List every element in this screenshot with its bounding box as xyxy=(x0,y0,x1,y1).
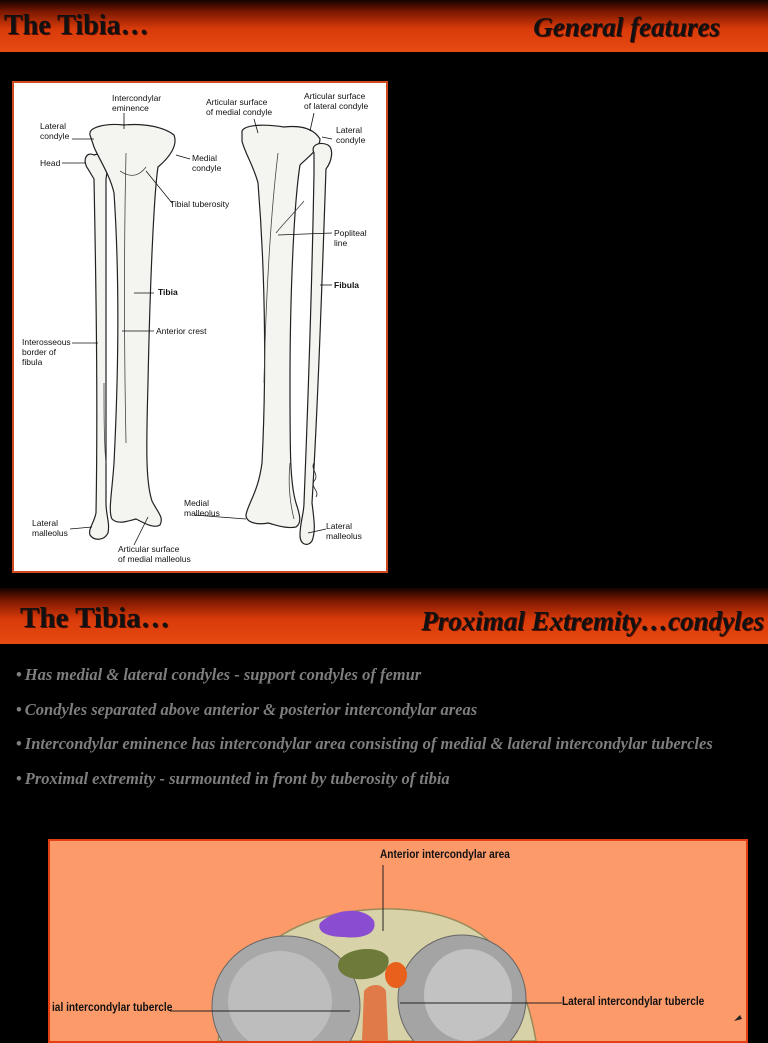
title-bar: The Tibia… General features xyxy=(0,0,768,52)
bullet-marker: • xyxy=(16,699,22,719)
label-lateral-malleolus-anterior: Lateral malleolus xyxy=(32,518,68,538)
tibia-fibula-drawing xyxy=(62,112,333,546)
label-head: Head xyxy=(40,158,61,168)
label-tibia: Tibia xyxy=(158,287,178,297)
bullet-marker: • xyxy=(16,768,22,788)
slide-title: The Tibia… xyxy=(20,602,170,634)
label-anterior-intercondylar-area: Anterior intercondylar area xyxy=(380,849,510,861)
label-tibial-tuberosity: Tibial tuberosity xyxy=(170,199,230,209)
slide-title: The Tibia… xyxy=(4,10,149,41)
bullet-marker: • xyxy=(16,665,22,684)
label-interosseous-border: Interosseous border of fibula xyxy=(22,337,71,367)
tibial-plateau-illustration: Anterior intercondylar area ial intercon… xyxy=(48,839,748,1043)
slide-subtitle: General features xyxy=(533,12,720,42)
bullet-item: •Has medial & lateral condyles - support… xyxy=(16,665,422,684)
label-lateral-intercondylar-tubercle: Lateral intercondylar tubercle xyxy=(562,996,705,1008)
bullet-item: •Condyles separated above anterior & pos… xyxy=(16,699,478,719)
signature-mark xyxy=(312,462,318,498)
label-articular-surface-medial-malleolus: Articular surface of medial malleolus xyxy=(118,544,191,564)
label-popliteal-line: Popliteal line xyxy=(334,228,367,248)
bullet-item: •Proximal extremity - surmounted in fron… xyxy=(16,768,450,788)
tibia-fibula-illustration: Intercondylar eminence Lateral condyle H… xyxy=(12,81,388,573)
label-lateral-condyle-anterior: Lateral condyle xyxy=(40,121,70,141)
bullet-item: •Intercondylar eminence has intercondyla… xyxy=(16,734,713,753)
slide-general-features: The Tibia… General features xyxy=(0,0,768,573)
bullet-list: •Has medial & lateral condyles - support… xyxy=(16,658,761,796)
label-articular-surface-medial-condyle: Articular surface of medial condyle xyxy=(206,97,273,117)
tibial-plateau-drawing xyxy=(170,865,742,1041)
label-fibula: Fibula xyxy=(334,280,360,290)
slide-proximal-extremity: The Tibia… Proximal Extremity…condyles •… xyxy=(0,578,768,1043)
label-articular-surface-lateral-condyle: Articular surface of lateral condyle xyxy=(304,91,369,111)
label-medial-condyle: Medial condyle xyxy=(192,153,222,173)
bullet-marker: • xyxy=(16,734,22,753)
label-medial-malleolus: Medial malleolus xyxy=(184,498,220,518)
label-anterior-crest: Anterior crest xyxy=(156,326,207,336)
label-intercondylar-eminence: Intercondylar eminence xyxy=(112,93,162,113)
label-medial-intercondylar-tubercle: ial intercondylar tubercle xyxy=(52,1002,173,1014)
title-bar: The Tibia… Proximal Extremity…condyles xyxy=(0,588,768,644)
label-lateral-malleolus-posterior: Lateral malleolus xyxy=(326,521,362,541)
label-lateral-condyle-posterior: Lateral condyle xyxy=(336,125,366,145)
slide-subtitle: Proximal Extremity…condyles xyxy=(421,606,764,636)
